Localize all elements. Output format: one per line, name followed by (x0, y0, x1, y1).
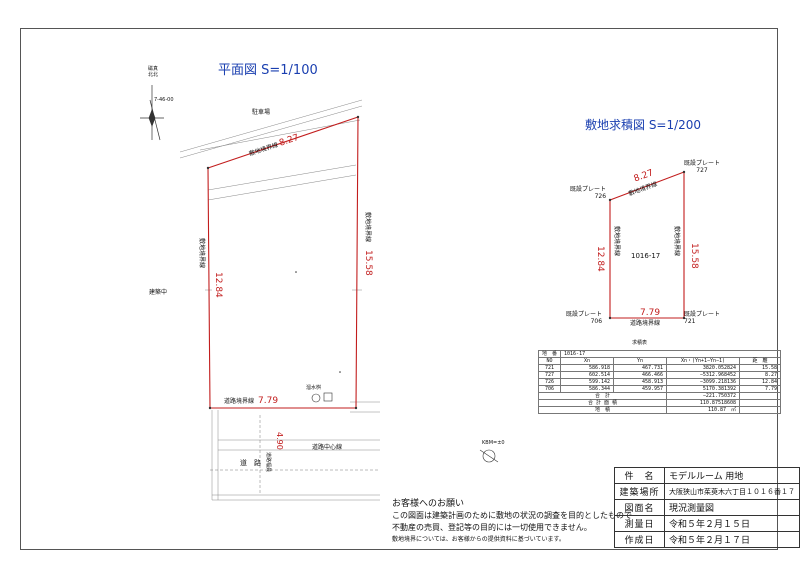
plan-boundary-bottom-label: 道路境界線 (224, 398, 255, 405)
title-block-key: 建築場所 (614, 483, 665, 500)
road-width-value: 4.90 (275, 432, 284, 450)
point-727: 既設プレート 727 (684, 160, 721, 174)
drawing-name: 現況測量図 (664, 499, 800, 516)
survey-date: 令和５年２月１５日 (664, 515, 800, 532)
road-center-label: 道路中心線 (312, 444, 343, 451)
title-block: 件 名 モデルルーム 用地 建築場所 大阪狭山市茱萸木六丁目１０１６番１７ 図面… (614, 467, 800, 548)
area-left-label: 敷地境界線 (613, 226, 620, 257)
table-area-value: 110.87 ㎡ (666, 406, 741, 414)
table-sum-label: 合 計 (537, 392, 668, 400)
point-721: 既設プレート 721 (684, 311, 721, 325)
customer-notice: お客様へのお願い この図面は建築計画のために敷地の状況の調査を目的としたもので … (392, 498, 632, 546)
table-header-yn: Yn (613, 357, 668, 365)
table-header-xn: Xn (560, 357, 615, 365)
point-726: 既設プレート 726 (570, 186, 607, 200)
area-title: 敷地求積図 S=1/200 (585, 118, 702, 132)
table-row: 726 599.142 458.913 −3099.218136 12.84 (537, 378, 782, 386)
table-area-label: 地 積 (537, 406, 668, 414)
road-width-label: 道路幅員 (265, 452, 271, 473)
plan-boundary-right-label: 敷地境界線 (364, 212, 371, 243)
table-row: 727 602.514 466.466 −5312.968452 8.27 (537, 371, 782, 379)
road-label: 道 路 (240, 459, 261, 467)
kbm-icon (479, 449, 499, 463)
notice-heading: お客様へのお願い (392, 499, 465, 509)
title-block-key: 図面名 (614, 499, 665, 516)
plan-context-lines (179, 99, 380, 501)
table-row: 706 586.344 459.957 5170.381392 7.79 (537, 385, 782, 393)
kbm-label: KBM=±0 (482, 440, 505, 446)
table-header-distance: 距 離 (739, 357, 782, 365)
table-double-value: 110.87518608 (666, 399, 741, 407)
notice-line-3: 敷地境界については、お客様からの提供資料に基づいています。 (392, 536, 565, 543)
drain-label: 溜水桝 (306, 385, 322, 391)
plan-site-boundary (207, 116, 359, 409)
table-row: 721 586.918 467.731 3820.052824 15.58 (537, 364, 782, 372)
table-double-label: 合 計 面 積 (537, 399, 668, 407)
table-caption: 求積表 (632, 340, 648, 346)
table-header-calc: Xn・(Yn+1−Yn−1) (666, 357, 741, 365)
title-block-key: 作成日 (614, 531, 665, 548)
sheet-border (20, 28, 778, 550)
plan-title: 平面図 S=1/100 (218, 63, 318, 78)
area-left-length: 12.84 (595, 246, 605, 272)
table-header-lot: 地 番 (537, 350, 562, 358)
created-date: 令和５年２月１７日 (664, 531, 800, 548)
plan-boundary-right-length: 15.58 (363, 250, 373, 276)
project-location: 大阪狭山市茱萸木六丁目１０１６番１７ (664, 483, 800, 500)
notice-line-2: 不動産の売買、登記等の目的には一切使用できません。 (392, 523, 592, 532)
north-arrow-icon (140, 85, 164, 141)
area-right-length: 15.58 (689, 243, 699, 269)
plan-boundary-bottom-length: 7.79 (258, 396, 279, 406)
table-header-no: NO (537, 357, 562, 365)
survey-points (206, 115, 360, 410)
construction-label: 建築中 (149, 289, 168, 296)
area-right-label: 敷地境界線 (673, 226, 680, 257)
plan-boundary-left-label: 敷地境界線 (198, 238, 205, 269)
area-bottom-label: 道路境界線 (630, 320, 661, 327)
point-706: 既設プレート 706 (566, 311, 603, 325)
project-name: モデルルーム 用地 (664, 467, 800, 484)
table-sum-value: −221.750372 (666, 392, 741, 400)
area-bottom-length: 7.79 (640, 308, 661, 318)
plan-boundary-left-length: 12.84 (213, 272, 223, 298)
title-block-key: 測量日 (614, 515, 665, 532)
lot-number: 1016-17 (631, 252, 661, 260)
north-label: 磁真 北北 (148, 66, 159, 78)
area-calc-table: 地 番 1016-17 NO Xn Yn Xn・(Yn+1−Yn−1) 距 離 … (537, 350, 782, 414)
title-block-key: 件 名 (614, 467, 665, 484)
parking-label: 駐車場 (252, 109, 271, 116)
table-lot-number: 1016-17 (560, 350, 782, 358)
notice-line-1: この図面は建築計画のために敷地の状況の調査を目的としたもので (392, 511, 632, 520)
angle-label: 7-46-00 (154, 97, 174, 103)
